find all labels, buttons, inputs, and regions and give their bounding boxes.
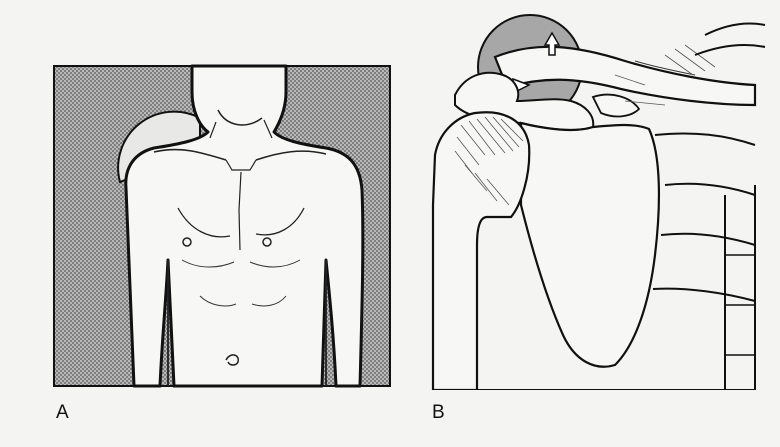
panel-label-a: A: [56, 402, 69, 424]
coracoid-process: [593, 95, 639, 117]
vertebral-column: [725, 185, 755, 390]
rib-4: [653, 289, 755, 301]
panel-a-illustration: [50, 60, 395, 390]
scapula-body: [521, 123, 659, 367]
torso-drawing: [50, 60, 395, 390]
rib-3: [661, 234, 755, 245]
panel-label-b: B: [432, 402, 445, 424]
skeleton-drawing: [425, 5, 770, 390]
humerus-head: [433, 112, 529, 390]
rib-2: [665, 184, 755, 195]
rib-1: [655, 133, 755, 145]
panel-b-illustration: [425, 5, 770, 390]
